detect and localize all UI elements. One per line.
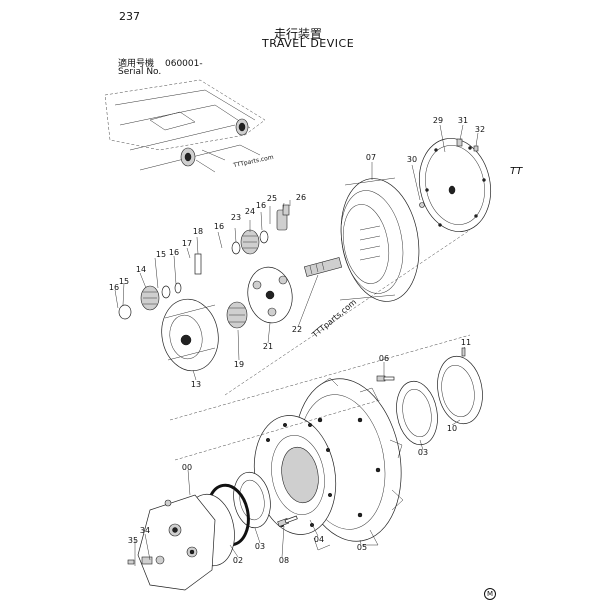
- callout-06: 06: [378, 354, 390, 363]
- page-title: TRAVEL DEVICE: [262, 37, 355, 50]
- callout-13: 13: [190, 380, 202, 389]
- hub-04: [253, 415, 337, 535]
- pin-18: [194, 253, 202, 275]
- callout-23: 23: [230, 213, 242, 222]
- page-title-japanese: 走行装置: [274, 27, 323, 41]
- ring-gear-07: [339, 177, 420, 302]
- bolt-08: [277, 515, 298, 527]
- callout-00: 00: [181, 463, 193, 472]
- callout-30: 30: [406, 155, 418, 164]
- callout-24: 24: [244, 207, 256, 216]
- callout-32: 32: [474, 125, 486, 134]
- undercarriage-inset: [104, 79, 266, 173]
- serial-label: Serial No.: [118, 67, 162, 77]
- callout-15-lower: 15: [118, 277, 130, 286]
- callout-18: 18: [192, 227, 204, 236]
- cover-29: [419, 138, 491, 232]
- callout-10: 10: [446, 424, 458, 433]
- bolt-11: [461, 347, 466, 357]
- corner-mark: TT: [510, 166, 523, 177]
- seal-03-lower: [233, 471, 271, 529]
- callout-14: 14: [135, 265, 147, 274]
- bolt-06: [376, 375, 395, 382]
- needle-bearing-19: [226, 301, 248, 329]
- callout-34: 34: [139, 526, 151, 535]
- gear-stack-23: [231, 229, 269, 255]
- callout-35: 35: [127, 536, 139, 545]
- callout-16-top: 16: [255, 201, 267, 210]
- callout-02: 02: [232, 556, 244, 565]
- callout-15-upper: 15: [155, 250, 167, 259]
- gear-25: [276, 204, 290, 231]
- page-number: 237: [119, 10, 140, 23]
- callout-31: 31: [457, 116, 469, 125]
- callout-03-lower: 03: [254, 542, 266, 551]
- serial-number-value: 060001-: [165, 59, 203, 69]
- leader-lines: [114, 124, 479, 566]
- shaft-22: [303, 257, 343, 277]
- callout-21: 21: [262, 342, 274, 351]
- ring-10: [437, 355, 483, 425]
- callout-22: 22: [291, 325, 303, 334]
- callout-11: 11: [460, 338, 472, 347]
- callout-16-far-left: 16: [108, 283, 120, 292]
- callout-25: 25: [266, 194, 278, 203]
- callout-17: 17: [181, 239, 193, 248]
- callout-16-left: 16: [168, 248, 180, 257]
- callout-07: 07: [365, 153, 377, 162]
- callout-05: 05: [356, 543, 368, 552]
- planet-carrier-21: [247, 266, 293, 324]
- planet-gear-14: [118, 282, 182, 320]
- travel-motor-00: [127, 493, 235, 591]
- callout-16-mid: 16: [213, 222, 225, 231]
- callout-03-upper: 03: [417, 448, 429, 457]
- callout-29: 29: [432, 116, 444, 125]
- callout-19: 19: [233, 360, 245, 369]
- seal-ring-03: [396, 380, 438, 446]
- carrier-13: [161, 298, 219, 372]
- serial-label-japanese: 適用号機: [118, 59, 155, 69]
- callout-04: 04: [313, 535, 325, 544]
- callout-26: 26: [295, 193, 307, 202]
- callout-08: 08: [278, 556, 290, 565]
